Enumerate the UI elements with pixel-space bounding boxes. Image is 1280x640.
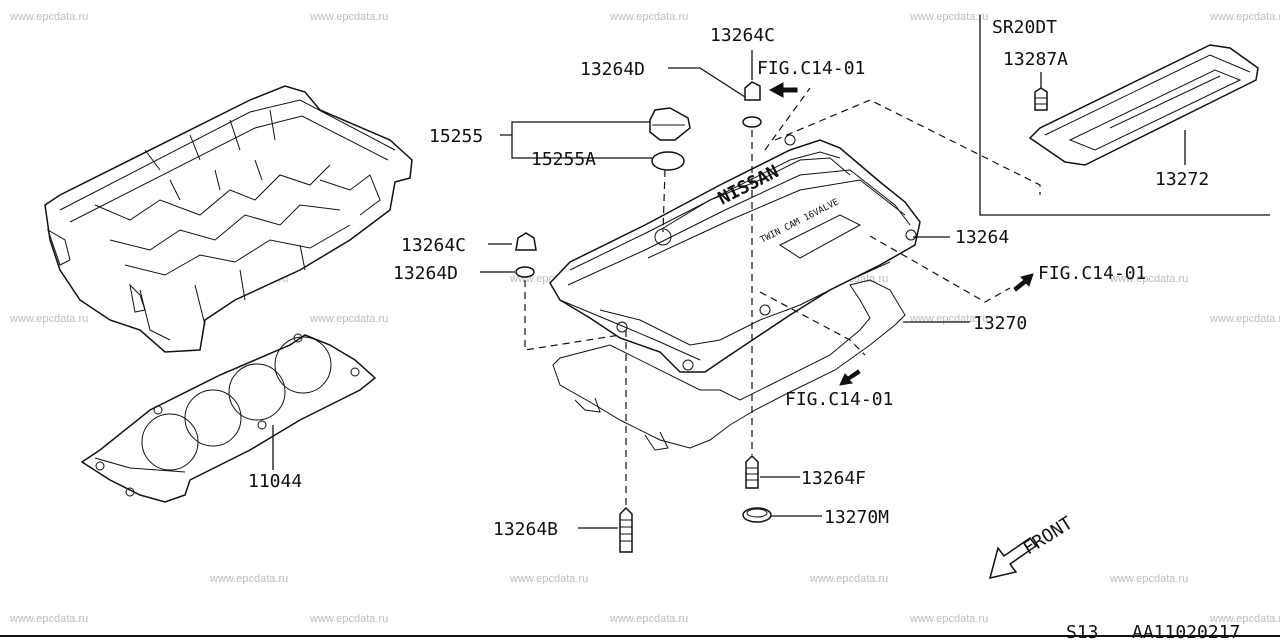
leader-lines	[480, 50, 970, 529]
head-gasket-drawing	[80, 333, 377, 503]
label-13270: 13270	[973, 313, 1027, 334]
watermark-text: www.epcdata.ru	[9, 11, 88, 23]
valve-cover-gasket-drawing	[552, 279, 906, 451]
dashed-guides	[524, 87, 1041, 505]
label-15255A: 15255A	[531, 149, 596, 170]
watermark-text: www.epcdata.ru	[9, 313, 88, 325]
label-front: FRONT	[1020, 513, 1077, 560]
label-11044: 11044	[248, 471, 302, 492]
label-13264B: 13264B	[493, 519, 558, 540]
label-fig-top: FIG.C14-01	[757, 58, 865, 79]
watermark-text: www.epcdata.ru	[309, 613, 388, 625]
oil-cap-gasket	[651, 151, 685, 171]
cylinder-head-drawing	[44, 85, 413, 353]
watermark-text: www.epcdata.ru	[1109, 273, 1188, 285]
oil-cap-drawing	[649, 107, 691, 171]
watermark-text: www.epcdata.ru	[909, 613, 988, 625]
footer-code: AA11020217	[1132, 622, 1240, 640]
fig-arrows	[768, 82, 1034, 386]
footer-section: S13	[1066, 622, 1099, 640]
valve-cover-drawing: NISSAN TWIN CAM 16VALVE	[549, 134, 921, 373]
front-arrow-icon	[988, 536, 1038, 580]
arrow-fig-bottom-icon	[839, 369, 861, 386]
label-fig-bottom: FIG.C14-01	[785, 389, 893, 410]
watermark-text: www.epcdata.ru	[1109, 573, 1188, 585]
watermark-text: www.epcdata.ru	[509, 573, 588, 585]
watermark-text: www.epcdata.ru	[9, 613, 88, 625]
label-13264D-left: 13264D	[393, 263, 458, 284]
watermark-text: www.epcdata.ru	[309, 313, 388, 325]
label-13270M: 13270M	[824, 507, 889, 528]
label-fig-right: FIG.C14-01	[1038, 263, 1146, 284]
nut-washer-parts	[515, 81, 772, 553]
watermark-text: www.epcdata.ru	[1209, 313, 1280, 325]
watermark-text: www.epcdata.ru	[609, 613, 688, 625]
label-13264D-top: 13264D	[580, 59, 645, 80]
label-13287A: 13287A	[1003, 49, 1068, 70]
label-15255: 15255	[429, 126, 483, 147]
watermark-text: www.epcdata.ru	[809, 573, 888, 585]
label-13264F: 13264F	[801, 468, 866, 489]
label-13264C-left: 13264C	[401, 235, 466, 256]
label-13264: 13264	[955, 227, 1009, 248]
label-13264C-top: 13264C	[710, 25, 775, 46]
watermark-text: www.epcdata.ru	[209, 573, 288, 585]
arrow-fig-right-icon	[1013, 273, 1034, 292]
label-sr20dt: SR20DT	[992, 17, 1057, 38]
watermark-text: www.epcdata.ru	[1209, 11, 1280, 23]
watermark-text: www.epcdata.ru	[309, 11, 388, 23]
watermark-text: www.epcdata.ru	[609, 11, 688, 23]
watermark-text: www.epcdata.ru	[1209, 613, 1280, 625]
sr20dt-inset	[979, 15, 1270, 216]
label-13272: 13272	[1155, 169, 1209, 190]
arrow-fig-top-icon	[768, 82, 798, 98]
watermark-text: www.epcdata.ru	[909, 11, 988, 23]
